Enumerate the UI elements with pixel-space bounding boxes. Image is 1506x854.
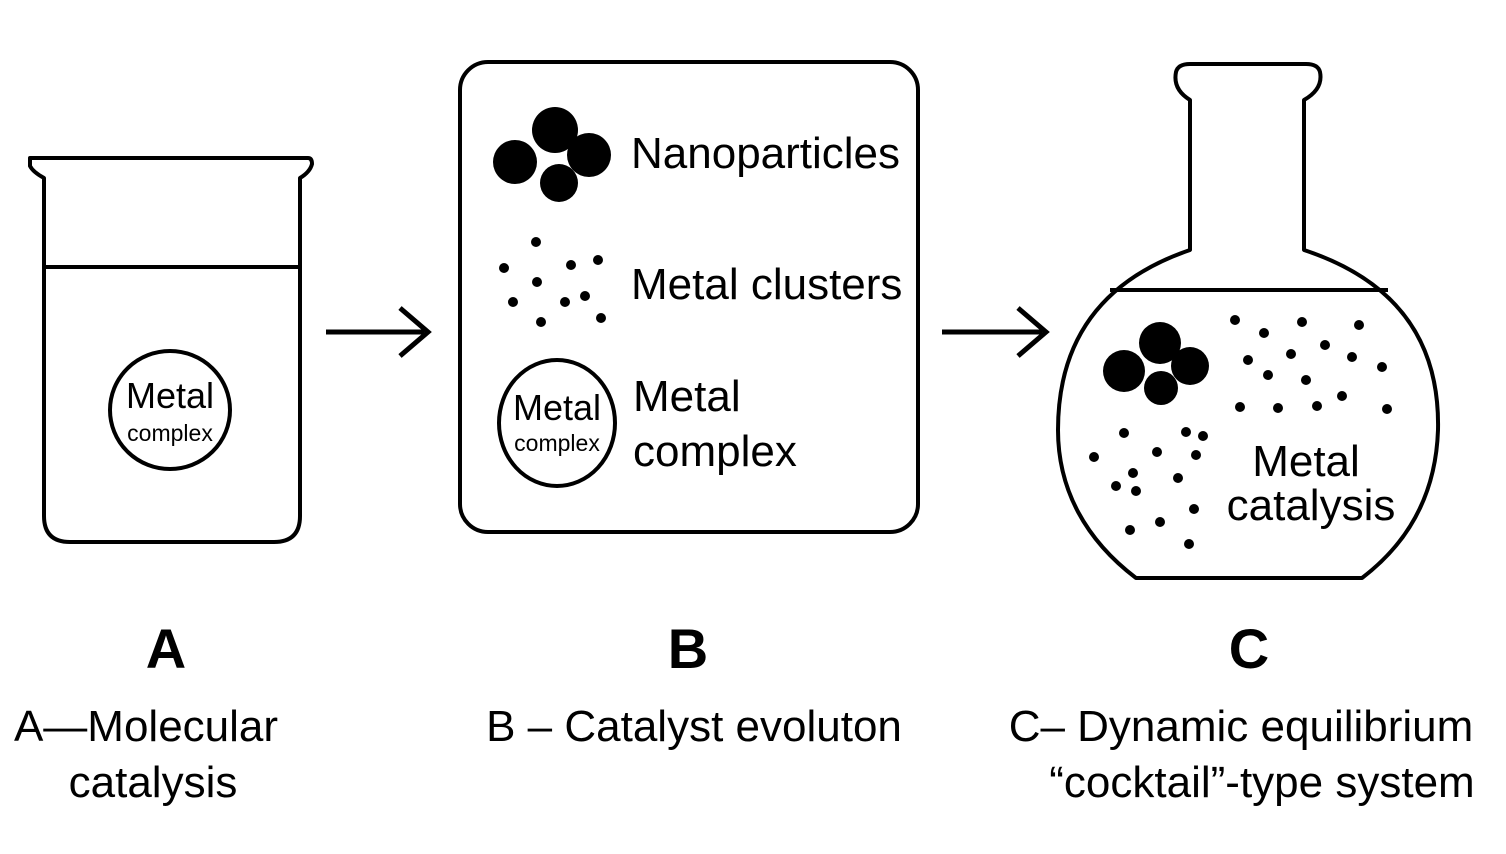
metal-clusters-icon (499, 237, 606, 327)
legend-metal-clusters-label: Metal clusters (631, 260, 902, 309)
caption-c-line1: C– Dynamic equilibrium (1009, 702, 1474, 751)
flask-label-line2: catalysis (1227, 481, 1396, 530)
panel-b: Nanoparticles Metal clusters Metal compl… (458, 60, 920, 751)
arrow-right-icon (326, 306, 432, 358)
legend-metal-complex-label-line1: Metal (633, 372, 741, 421)
legend-nanoparticles-label: Nanoparticles (631, 129, 900, 178)
metal-complex-label-line1: Metal (126, 375, 214, 416)
caption-a-line2: catalysis (69, 758, 238, 807)
nanoparticles-icon (493, 107, 611, 202)
legend-circle-line1: Metal (513, 387, 601, 428)
caption-c-line2: “cocktail”-type system (1049, 758, 1474, 807)
legend-circle-line2: complex (514, 430, 600, 456)
legend-box (458, 60, 920, 534)
panel-letter-c: C (1229, 617, 1269, 680)
legend-metal-complex-label-line2: complex (633, 427, 797, 476)
metal-complex-label-line2: complex (127, 420, 213, 446)
metal-complex-icon (497, 358, 617, 488)
panel-a: Metal complex A A—Molecular catalysis (14, 156, 314, 807)
arrow-right-icon (942, 306, 1050, 358)
panel-c: Metal catalysis C C– Dynamic equilibrium… (1009, 62, 1475, 807)
flask-label-line1: Metal (1252, 437, 1360, 486)
caption-b: B – Catalyst evoluton (486, 702, 902, 751)
caption-a-line1: A—Molecular (14, 702, 278, 751)
flask-icon (1056, 62, 1441, 580)
metal-clusters-icon (1089, 315, 1392, 549)
metal-complex-circle (108, 349, 232, 471)
beaker-icon (28, 156, 314, 544)
nanoparticles-icon (1103, 322, 1209, 405)
panel-letter-a: A (146, 617, 186, 680)
panel-letter-b: B (668, 617, 708, 680)
